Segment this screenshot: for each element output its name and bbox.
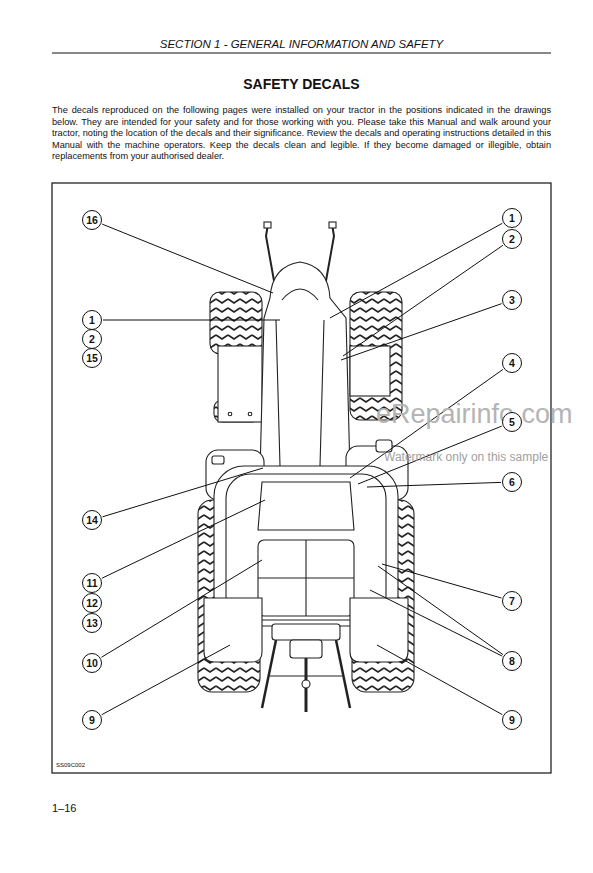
callout-text: 1 bbox=[509, 213, 515, 224]
leader-line bbox=[370, 590, 502, 656]
callout-number: 12 bbox=[82, 593, 102, 613]
callout-number: 2 bbox=[502, 229, 522, 249]
callout-text: 12 bbox=[86, 598, 98, 609]
callout-text: 10 bbox=[86, 658, 98, 669]
callout-number: 9 bbox=[82, 710, 102, 730]
callout-number: 14 bbox=[82, 510, 102, 530]
page-title: SAFETY DECALS bbox=[52, 76, 551, 93]
callout-text: 11 bbox=[86, 578, 97, 589]
leader-line bbox=[102, 500, 265, 578]
callout-text: 9 bbox=[509, 715, 515, 726]
leader-line bbox=[378, 566, 503, 655]
leader-line bbox=[367, 482, 501, 487]
callout-number: 1 bbox=[502, 208, 522, 228]
callout-text: 3 bbox=[509, 295, 515, 306]
tractor bbox=[198, 222, 414, 712]
watermark-note: Watermark only on this sample bbox=[384, 450, 574, 464]
section-header: SECTION 1 - GENERAL INFORMATION AND SAFE… bbox=[52, 38, 551, 52]
callout-number: 15 bbox=[82, 348, 102, 368]
leader-line bbox=[102, 645, 230, 715]
callout-number: 7 bbox=[502, 591, 522, 611]
leader-line bbox=[101, 560, 262, 657]
callout-text: 2 bbox=[89, 334, 95, 345]
callout-text: 13 bbox=[86, 618, 98, 629]
callout-number: 9 bbox=[502, 710, 522, 730]
callout-number: 1 bbox=[82, 310, 102, 330]
callout-number: 2 bbox=[82, 329, 102, 349]
callout-number: 6 bbox=[502, 472, 522, 492]
callout-number: 11 bbox=[82, 573, 102, 593]
leader-line bbox=[103, 320, 280, 321]
watermark: eRepairinfo.com bbox=[376, 398, 576, 430]
intro-paragraph: The decals reproduced on the following p… bbox=[52, 105, 551, 163]
callout-text: 15 bbox=[86, 353, 98, 364]
leader-line bbox=[343, 245, 503, 356]
page-number: 1–16 bbox=[52, 802, 112, 815]
callout-text: 2 bbox=[509, 234, 515, 245]
leader-line bbox=[377, 645, 502, 715]
callout-text: 6 bbox=[509, 477, 515, 488]
callout-number: 3 bbox=[502, 290, 522, 310]
callout-number: 16 bbox=[82, 210, 102, 230]
callout-number: 4 bbox=[502, 353, 522, 373]
leader-lines bbox=[101, 223, 503, 714]
leader-line bbox=[341, 304, 502, 360]
leader-line bbox=[103, 468, 263, 517]
callout-text: 14 bbox=[86, 515, 98, 526]
callout-number: 10 bbox=[82, 653, 102, 673]
callout-text: 8 bbox=[509, 656, 515, 667]
callout-text: 4 bbox=[509, 358, 515, 369]
callout-text: 5 bbox=[509, 417, 515, 428]
figure-code: SS09C002 bbox=[56, 762, 136, 769]
callout-number: 13 bbox=[82, 613, 102, 633]
callout-text: 7 bbox=[509, 596, 515, 607]
leader-line bbox=[102, 224, 273, 293]
leader-line bbox=[330, 223, 502, 318]
callout-text: 16 bbox=[86, 215, 98, 226]
callout-text: 9 bbox=[89, 715, 95, 726]
callout-text: 1 bbox=[89, 315, 95, 326]
callout-number: 8 bbox=[502, 651, 522, 671]
callout-number: 5 bbox=[502, 412, 522, 432]
